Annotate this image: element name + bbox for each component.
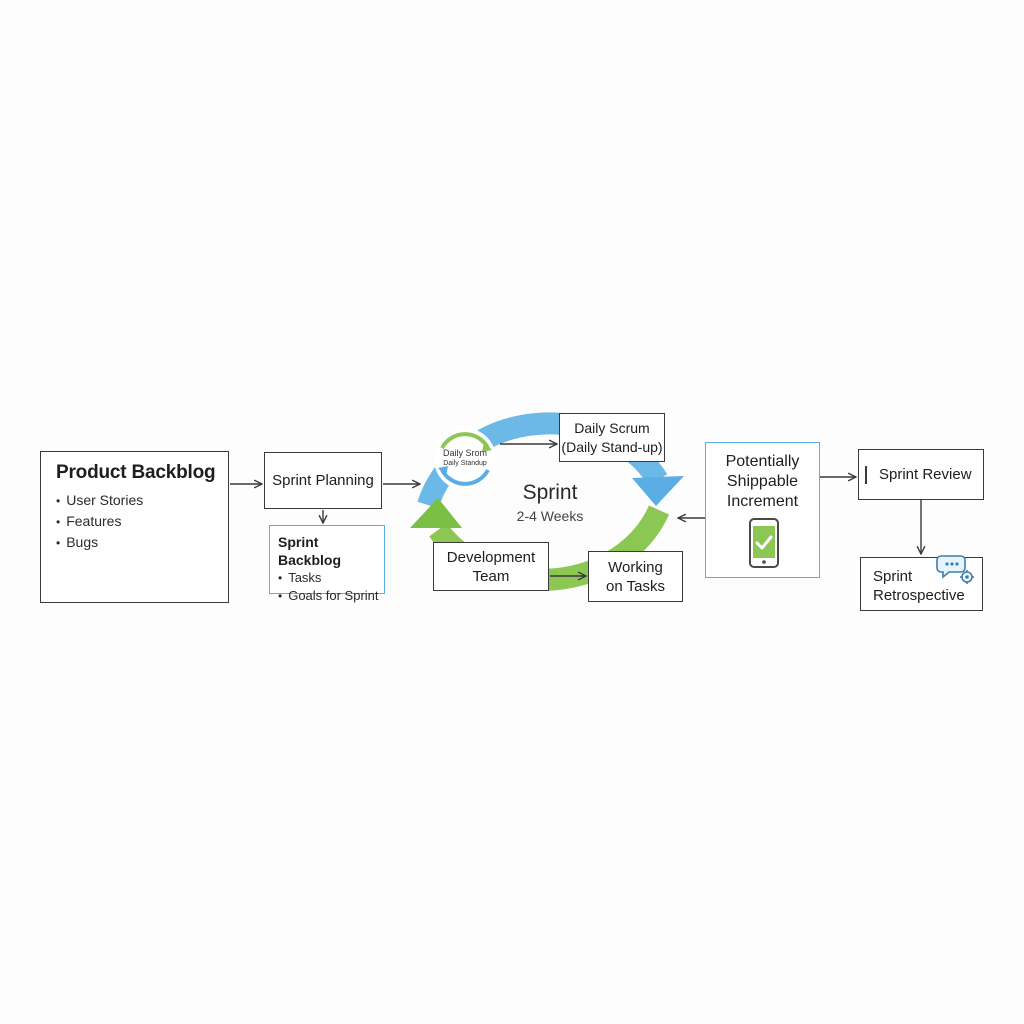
product-backlog-item-user-stories: User Stories — [56, 490, 228, 511]
sprint-center-label: Sprint 2-4 Weeks — [490, 480, 610, 526]
daily-icon-line1: Daily Srom — [442, 448, 487, 458]
sprint-duration: 2-4 Weeks — [516, 508, 584, 524]
sprint-title: Sprint — [522, 481, 578, 504]
sprint-cycle-green-arrowhead — [410, 498, 462, 528]
daily-scrum-line1: Daily Scrum — [574, 419, 650, 436]
product-backlog-item-bugs: Bugs — [56, 532, 228, 553]
working-on-tasks-box: Working on Tasks — [588, 551, 683, 602]
sprint-backlog-box: Sprint Backblog Tasks Goals for Sprint — [269, 525, 385, 603]
smartphone-check-icon — [749, 518, 779, 568]
daily-scrum-cycle-icon: Daily Srom Daily Standup — [430, 424, 500, 494]
refresh-cycle-icon — [434, 428, 496, 490]
sprint-backlog-item-goals: Goals for Sprint — [278, 587, 384, 605]
retrospective-line1: Sprint — [873, 568, 913, 585]
shippable-increment-box: Potentially Shippable Increment — [705, 442, 820, 578]
sprint-backlog-item-tasks: Tasks — [278, 569, 384, 587]
development-team-line2: Team — [472, 567, 510, 585]
sprint-retrospective-box: Sprint Retrospective — [860, 557, 983, 611]
sprint-cycle-blue-arrowhead — [632, 476, 684, 506]
product-backlog-title: Product Backblog — [56, 462, 216, 483]
working-on-tasks-line2: on Tasks — [606, 577, 665, 595]
working-on-tasks-line1: Working — [608, 558, 663, 576]
sprint-planning-box: Sprint Planning — [264, 452, 382, 509]
daily-scrum-line2: (Daily Stand-up) — [561, 438, 663, 455]
sprint-review-label: Sprint Review — [879, 466, 972, 483]
sprint-review-bar — [865, 466, 867, 484]
sprint-review-box: Sprint Review — [858, 449, 984, 500]
development-team-box: Development Team — [433, 542, 549, 591]
chat-gear-icon — [936, 555, 974, 584]
development-team-line1: Development — [446, 548, 536, 566]
increment-line1: Potentially — [725, 453, 800, 470]
sprint-planning-label: Sprint Planning — [272, 472, 374, 489]
increment-line3: Increment — [726, 493, 799, 510]
increment-line2: Shippable — [726, 473, 799, 490]
product-backlog-box: Product Backblog User Stories Features B… — [40, 451, 229, 603]
daily-icon-line2: Daily Standup — [443, 460, 487, 467]
product-backlog-item-features: Features — [56, 511, 228, 532]
sprint-backlog-title: Sprint Backblog — [278, 534, 342, 568]
daily-scrum-box: Daily Scrum (Daily Stand-up) — [559, 413, 665, 462]
retrospective-line2: Retrospective — [873, 587, 965, 604]
